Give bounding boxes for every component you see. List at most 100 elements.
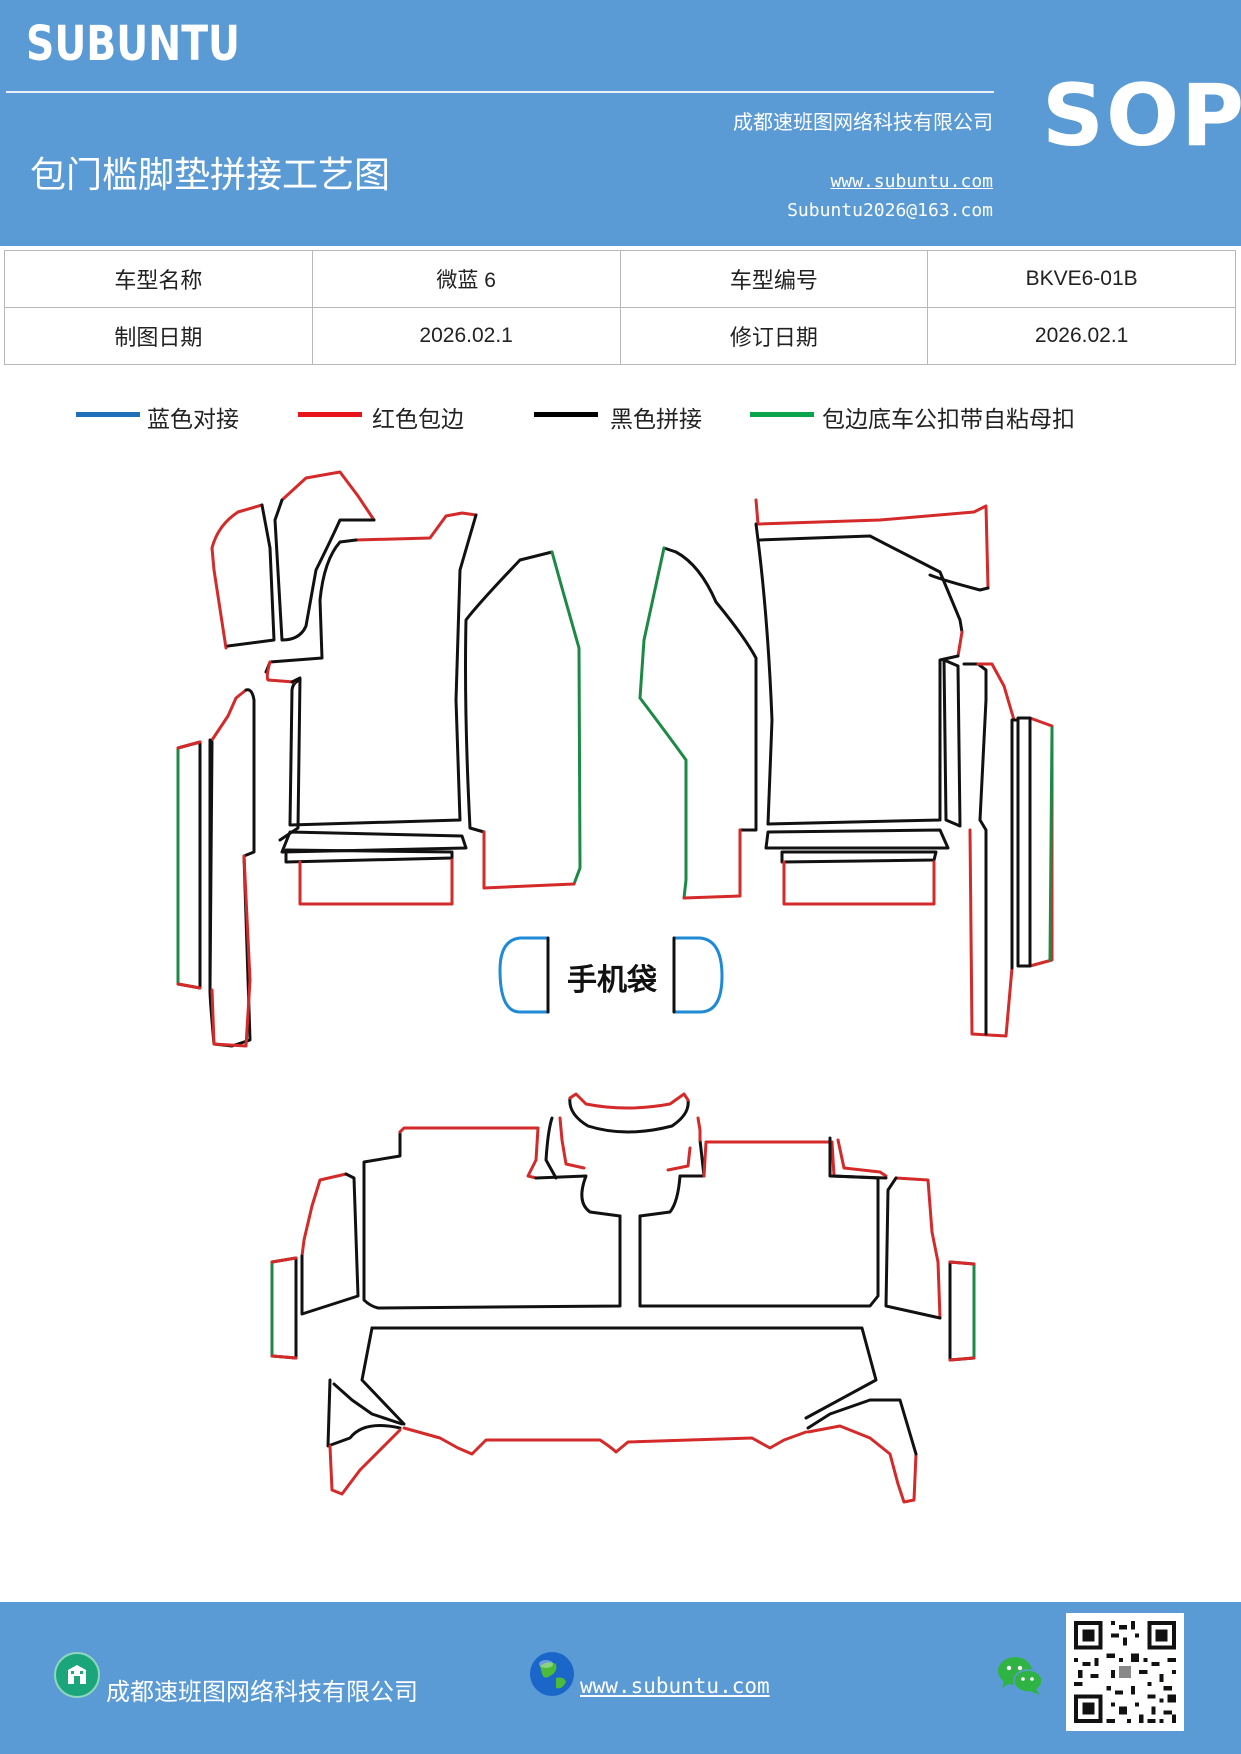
mat-piece <box>280 470 376 522</box>
mat-piece <box>638 1138 706 1218</box>
mat-piece <box>978 718 1020 1036</box>
mat-piece <box>1016 716 1032 968</box>
mat-piece <box>210 688 248 742</box>
mat-piece <box>265 660 296 684</box>
mat-piece <box>948 1260 976 1362</box>
mat-piece <box>780 850 938 864</box>
phone-bag-label: 手机袋 <box>567 963 657 998</box>
drawing-date-value: 2026.02.1 <box>311 307 621 365</box>
mat-piece <box>482 830 576 890</box>
legend-swatch-red <box>298 412 362 417</box>
mat-piece <box>226 503 276 648</box>
page-title: 包门槛脚垫拼接工艺图 <box>30 155 391 196</box>
mat-piece <box>362 1130 622 1310</box>
mat-splicing-diagram: 手机袋 <box>176 470 1054 1504</box>
website-link[interactable]: www.subuntu.com <box>830 171 993 192</box>
table-row: 制图日期 2026.02.1 修订日期 2026.02.1 <box>4 307 1236 365</box>
mat-piece <box>766 654 960 826</box>
mat-piece <box>176 740 202 990</box>
mat-piece <box>568 1096 690 1134</box>
mat-piece <box>210 503 264 650</box>
mat-piece <box>1028 716 1054 968</box>
revision-date-label: 修订日期 <box>619 307 929 365</box>
mat-piece <box>534 1174 622 1218</box>
mat-piece <box>764 828 950 850</box>
mat-piece <box>176 740 202 990</box>
mat-piece <box>558 1116 586 1170</box>
legend-label: 蓝色对接 <box>147 407 239 433</box>
qr-code-icon <box>1066 1613 1184 1731</box>
model-code-value: BKVE6-01B <box>927 250 1236 308</box>
mat-piece <box>398 1126 540 1180</box>
legend-label: 黑色拼接 <box>610 407 702 433</box>
revision-date-value: 2026.02.1 <box>927 307 1236 365</box>
email-address[interactable]: Subuntu2026@163.com <box>787 200 993 221</box>
mat-piece <box>264 538 358 674</box>
mat-piece <box>702 1140 836 1178</box>
phone-bag-left <box>498 936 550 1014</box>
mat-piece <box>464 550 554 834</box>
rear-pieces <box>270 1092 976 1504</box>
mat-piece <box>662 546 758 832</box>
mat-piece <box>370 1326 878 1420</box>
mat-piece <box>696 1116 702 1142</box>
globe-icon <box>530 1652 574 1696</box>
mat-piece <box>288 513 478 827</box>
mat-piece <box>300 1172 360 1316</box>
mat-piece <box>568 1092 690 1110</box>
mat-piece <box>836 1138 888 1178</box>
front-left-pieces <box>176 470 582 1048</box>
header-banner: SUBUNTU 成都速班图网络科技有限公司 包门槛脚垫拼接工艺图 www.sub… <box>0 0 1241 246</box>
mat-piece <box>332 1382 404 1426</box>
mat-piece <box>948 1260 976 1362</box>
legend-swatch-black <box>534 412 598 417</box>
model-code-label: 车型编号 <box>619 250 929 308</box>
mat-piece <box>328 1428 402 1496</box>
mat-piece <box>280 830 468 854</box>
mat-piece <box>666 1146 692 1172</box>
legend-swatch-green <box>750 412 814 417</box>
mat-piece <box>300 1172 348 1258</box>
header-divider <box>6 91 994 93</box>
mat-piece <box>806 1398 918 1456</box>
drawing-date-label: 制图日期 <box>4 307 313 365</box>
mat-piece <box>550 550 582 886</box>
footer-website-link[interactable]: www.subuntu.com <box>580 1674 770 1698</box>
mat-piece <box>756 538 774 826</box>
legend-label: 红色包边 <box>372 407 464 433</box>
mat-piece <box>828 1136 888 1180</box>
model-name-label: 车型名称 <box>4 250 313 308</box>
sop-badge: SOP <box>1042 66 1241 166</box>
mat-piece <box>962 662 988 822</box>
building-icon <box>54 1652 100 1698</box>
mat-piece <box>402 1426 808 1456</box>
table-row: 车型名称 微蓝 6 车型编号 BKVE6-01B <box>4 250 1236 308</box>
mat-piece <box>942 658 962 828</box>
mat-piece <box>544 1116 558 1180</box>
mat-piece <box>956 630 964 658</box>
mat-piece <box>360 1326 406 1426</box>
mat-piece <box>682 828 742 900</box>
mat-piece <box>298 858 454 906</box>
mat-piece <box>782 860 936 906</box>
company-name: 成都速班图网络科技有限公司 <box>733 110 993 134</box>
mat-piece <box>638 546 688 900</box>
front-right-pieces <box>638 498 1054 1038</box>
model-name-value: 微蓝 6 <box>311 250 621 308</box>
mat-piece <box>884 1176 942 1320</box>
legend-label: 包边底车公扣带自粘母扣 <box>822 407 1075 433</box>
mat-piece <box>638 1176 880 1308</box>
brand-logo: SUBUNTU <box>26 16 241 72</box>
mat-piece <box>208 688 256 1048</box>
mat-piece <box>284 848 454 864</box>
mat-piece <box>273 498 376 642</box>
mat-piece <box>928 573 990 592</box>
mat-piece <box>754 498 990 590</box>
vehicle-info-table: 车型名称 微蓝 6 车型编号 BKVE6-01B 制图日期 2026.02.1 … <box>4 250 1236 365</box>
mat-piece <box>968 828 1014 1038</box>
mat-piece <box>326 1378 402 1448</box>
phone-bag-pieces: 手机袋 <box>498 936 724 1014</box>
legend-swatch-blue <box>76 412 140 417</box>
mat-piece <box>270 1256 298 1360</box>
mat-piece <box>976 662 1016 722</box>
